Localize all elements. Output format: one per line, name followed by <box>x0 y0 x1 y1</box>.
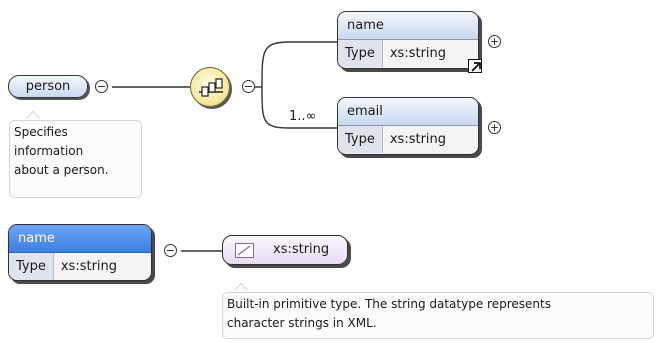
name-expand-icon[interactable]: + <box>488 35 501 48</box>
person-element[interactable]: person <box>8 75 88 98</box>
element-email-card[interactable]: email Type xs:string <box>337 97 479 155</box>
person-annotation-line: about a person. <box>14 163 109 177</box>
sequence-compositor-icon <box>199 78 223 97</box>
sequence-compositor[interactable] <box>190 67 230 107</box>
type-value: xs:string <box>53 253 151 280</box>
sequence-collapse-icon[interactable]: − <box>242 80 255 93</box>
element-name-card[interactable]: name Type xs:string <box>337 11 479 69</box>
type-key: Type <box>338 126 383 153</box>
type-annotation: Built-in primitive type. The string data… <box>222 292 654 339</box>
type-value: xs:string <box>382 40 478 67</box>
person-annotation-line: Specifies <box>14 125 68 139</box>
selected-collapse-icon[interactable]: − <box>164 244 177 257</box>
type-value: xs:string <box>382 126 478 153</box>
selected-element-title: name <box>9 225 151 253</box>
person-label: person <box>25 79 71 94</box>
selected-element-card[interactable]: name Type xs:string <box>8 224 152 281</box>
occurrence-label: 1..∞ <box>289 109 317 124</box>
simple-type-box[interactable]: xs:string <box>222 235 348 265</box>
type-key: Type <box>338 40 383 67</box>
element-email-title: email <box>338 98 478 126</box>
element-name-title: name <box>338 12 478 40</box>
reference-arrow-icon[interactable] <box>468 59 482 73</box>
type-key: Type <box>9 253 54 280</box>
simple-type-label: xs:string <box>273 242 330 257</box>
person-annotation: Specifies information about a person. <box>9 120 142 198</box>
person-collapse-icon[interactable]: − <box>95 80 108 93</box>
email-expand-icon[interactable]: + <box>488 121 501 134</box>
type-annotation-line: character strings in XML. <box>227 316 377 330</box>
person-annotation-line: information <box>14 144 84 158</box>
simple-type-icon <box>235 243 254 258</box>
type-annotation-line: Built-in primitive type. The string data… <box>227 297 551 311</box>
